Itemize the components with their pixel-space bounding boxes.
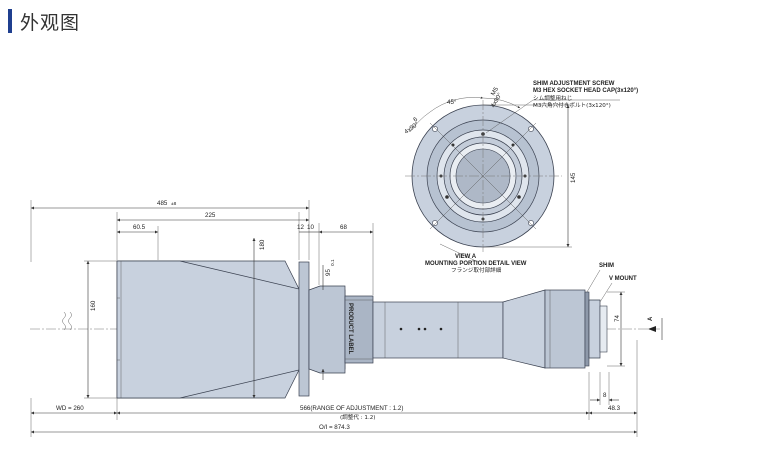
shim-screw [445,195,449,199]
tube-dot [417,327,421,331]
dim-485-tolerance: ±8 [171,201,177,207]
holes-4x90-b-label: 4x90° [403,120,420,135]
dia-6-label: 6 [412,116,419,124]
flange-hole [528,220,534,226]
flange-hole [432,220,438,226]
section-header: 外观图 [8,8,80,34]
dim-8: 8 [603,392,607,399]
side-view [30,260,660,399]
rear-taper [502,289,546,369]
shim-screw-label-en-1: SHIM ADJUSTMENT SCREW [533,81,615,87]
middle-tube [372,301,504,359]
product-label-text: PRODUCT LABEL [347,303,353,355]
neck-collar [308,285,346,374]
dim-566-range: 566(RANGE OF ADJUSTMENT : 1.2) [300,405,403,412]
v-mount-label: V MOUNT [609,276,637,282]
dim-60-5: 60.5 [133,224,146,231]
dia-180: 180 [259,239,266,250]
dim-566-range-jp: (調整代 : 1.2) [340,413,375,421]
flange-hole [432,126,438,132]
dim-48-3: 48.3 [608,405,621,412]
thread-m5-label: M5 [490,86,501,97]
rear-body [544,289,586,369]
flange-hole [528,126,534,132]
shim-screw-label-jp-2: M3六角穴付きボルト(3x120°) [533,101,611,109]
mount-flange [298,261,310,397]
dim-10: 10 [307,224,314,231]
view-a-jp: フランジ取付部詳細 [451,266,502,274]
dia-95-tolerance: 0.1 [330,259,336,266]
tube-dot [423,327,427,331]
dia-145-label: 145 [570,172,577,183]
view-a-subtitle: MOUNTING PORTION DETAIL VIEW [425,261,527,267]
view-a-title: VIEW A [455,254,477,260]
dim-12: 12 [297,224,304,231]
tube-dot [439,327,443,331]
object-to-image-distance: O/I = 874.3 [319,424,350,431]
v-mount-ring [588,299,601,359]
dim-225: 225 [205,212,216,219]
angle-45-label: 45° [447,99,457,106]
view-a-arrow-icon [648,326,656,332]
dia-95: 95 [325,269,332,276]
m5-hole [451,143,455,147]
page-title: 外观图 [20,11,81,34]
dim-485: 485 [157,200,168,207]
front-view [405,96,620,263]
view-a-arrow-label: A [648,316,654,321]
dia-160: 160 [90,300,97,311]
shim-screw [517,195,521,199]
header-accent-bar [8,9,12,33]
shim-plate [584,291,590,367]
working-distance: WD = 260 [56,405,84,412]
product-label-band [344,295,374,364]
dim-68: 68 [340,224,347,231]
shim-screw-label-en-2: M3 HEX SOCKET HEAD CAP(3x120°) [533,88,638,94]
v-mount-face [599,305,608,353]
tube-dot [399,327,403,331]
dia-74: 74 [614,315,621,322]
shim-label: SHIM [599,263,614,269]
shim-screw-label-jp-1: シム調整用ねじ [533,94,572,102]
m5-hole [511,143,515,147]
